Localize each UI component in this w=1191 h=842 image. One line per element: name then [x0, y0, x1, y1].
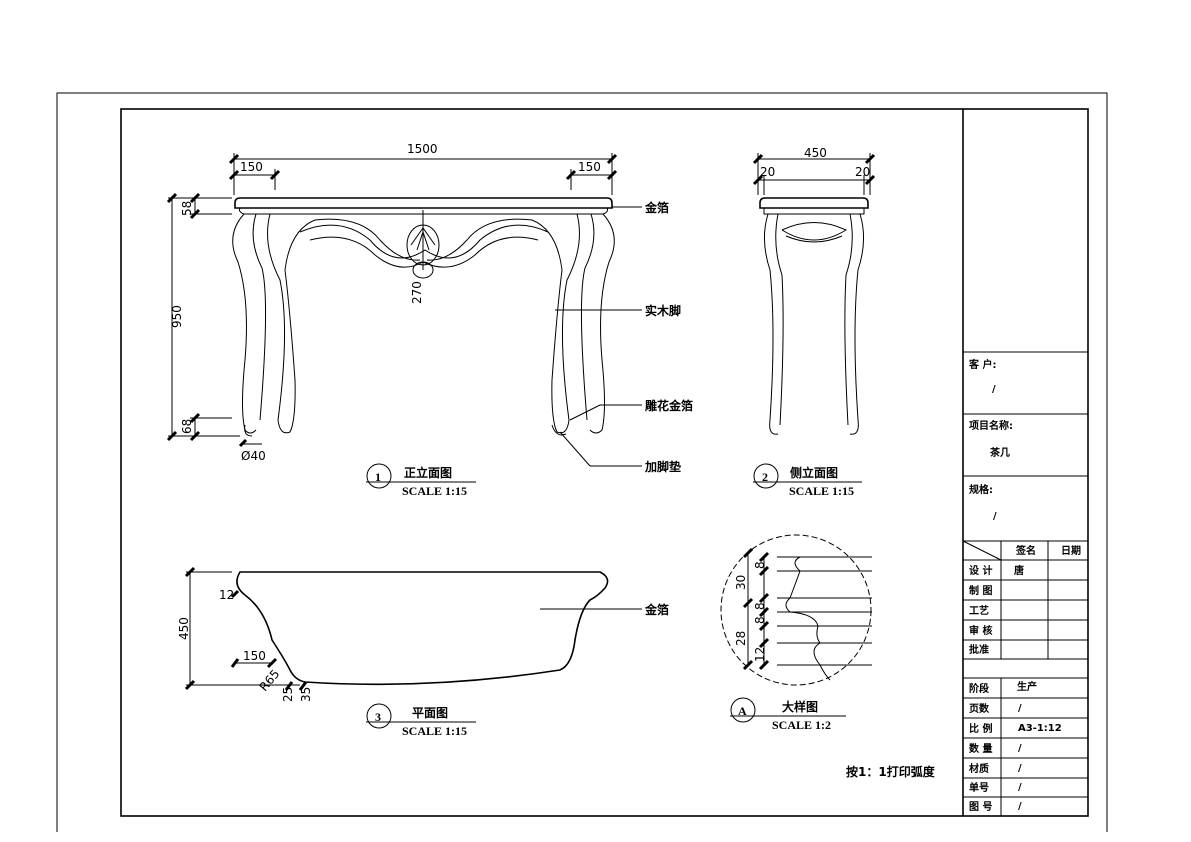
role-label: 审 核: [969, 624, 992, 637]
spec-value: /: [993, 511, 997, 522]
info-value: A3-1:12: [1018, 723, 1062, 734]
spec-label: 规格:: [969, 483, 993, 496]
detail-dim-upper-b: 8: [753, 602, 767, 610]
side-elevation: [752, 153, 876, 435]
caption-letter: A: [738, 704, 747, 718]
caption-number: 2: [762, 470, 768, 484]
caption-scale: SCALE 1:2: [772, 718, 831, 732]
plan-view: [184, 566, 642, 691]
plan-dim-radius: R65: [257, 667, 283, 694]
callout-solid-wood-leg: 实木脚: [645, 303, 681, 318]
date-header: 日期: [1061, 544, 1081, 557]
dim-left-offset: 150: [240, 160, 263, 174]
dim-height: 950: [170, 305, 184, 328]
dim-apron-depth: 270: [410, 281, 424, 304]
side-caption: 2 侧立面图 SCALE 1:15: [753, 463, 862, 498]
info-value: /: [1018, 763, 1022, 774]
inner-border: [120, 108, 1089, 817]
caption-scale: SCALE 1:15: [402, 484, 467, 498]
callout-carved-gold-leaf: 雕花金箔: [645, 398, 693, 413]
info-value: /: [1018, 801, 1022, 812]
detail-dim-lower-b: 12: [753, 647, 767, 662]
dim-foot-height: 68: [180, 419, 194, 434]
caption-scale: SCALE 1:15: [402, 724, 467, 738]
role-label: 工艺: [969, 604, 989, 617]
project-label: 项目名称:: [969, 419, 1013, 432]
detail-view: [720, 534, 872, 686]
side-dim-left: 20: [760, 165, 775, 179]
info-label: 比 例: [969, 722, 992, 735]
detail-dim-upper-total: 30: [734, 575, 748, 590]
info-value: /: [1018, 782, 1022, 793]
client-value: /: [992, 384, 996, 395]
dim-top-thickness: 58: [180, 201, 194, 216]
front-caption: 1 正立面图 SCALE 1:15: [366, 463, 476, 498]
info-value: /: [1018, 743, 1022, 754]
project-value: 茶几: [989, 446, 1010, 459]
title-block: [962, 109, 1088, 816]
info-label: 数 量: [969, 742, 992, 755]
info-label: 图 号: [969, 801, 992, 813]
caption-number: 3: [375, 710, 381, 724]
caption-number: 1: [375, 470, 381, 484]
caption-title: 大样图: [782, 699, 818, 714]
callout-foot-pad: 加脚垫: [644, 459, 681, 474]
role-label: 制 图: [969, 584, 992, 597]
side-dim-right: 20: [855, 165, 870, 179]
caption-title: 侧立面图: [790, 465, 838, 480]
detail-dim-lower-total: 28: [734, 631, 748, 646]
sign-header: 签名: [1015, 544, 1036, 557]
client-label: 客 户:: [968, 358, 996, 371]
outer-frame: [56, 92, 1108, 832]
info-label: 阶段: [969, 682, 989, 695]
dim-foot-diameter: Ø40: [241, 449, 266, 463]
plan-caption: 3 平面图 SCALE 1:15: [366, 703, 476, 738]
info-label: 单号: [969, 781, 989, 794]
caption-scale: SCALE 1:15: [789, 484, 854, 498]
plan-dim-depth: 450: [177, 617, 191, 640]
plan-dim-corner: 12: [219, 588, 234, 602]
role-label: 批准: [969, 643, 989, 656]
info-value: 生产: [1017, 680, 1037, 693]
front-elevation: [166, 153, 642, 467]
dim-overall-width: 1500: [407, 142, 438, 156]
caption-title: 正立面图: [404, 465, 452, 480]
plan-dim-offset: 150: [243, 649, 266, 663]
role-sign: 唐: [1014, 564, 1024, 577]
print-note: 按1：1打印弧度: [846, 764, 936, 779]
plan-dim-d1: 25: [281, 687, 295, 702]
role-label: 设 计: [969, 564, 992, 577]
info-value: /: [1018, 703, 1022, 714]
detail-dim-upper-a: 8: [753, 561, 767, 569]
info-label: 材质: [969, 762, 989, 775]
caption-title: 平面图: [412, 706, 448, 720]
callout-gold-leaf: 金箔: [644, 200, 669, 215]
side-dim-width: 450: [804, 146, 827, 160]
detail-dim-lower-a: 8: [753, 616, 767, 624]
dim-right-offset: 150: [578, 160, 601, 174]
plan-callout-gold-leaf: 金箔: [644, 602, 669, 617]
info-label: 页数: [969, 702, 990, 715]
plan-dim-d2: 35: [299, 687, 313, 702]
detail-caption: A 大样图 SCALE 1:2: [730, 697, 846, 732]
